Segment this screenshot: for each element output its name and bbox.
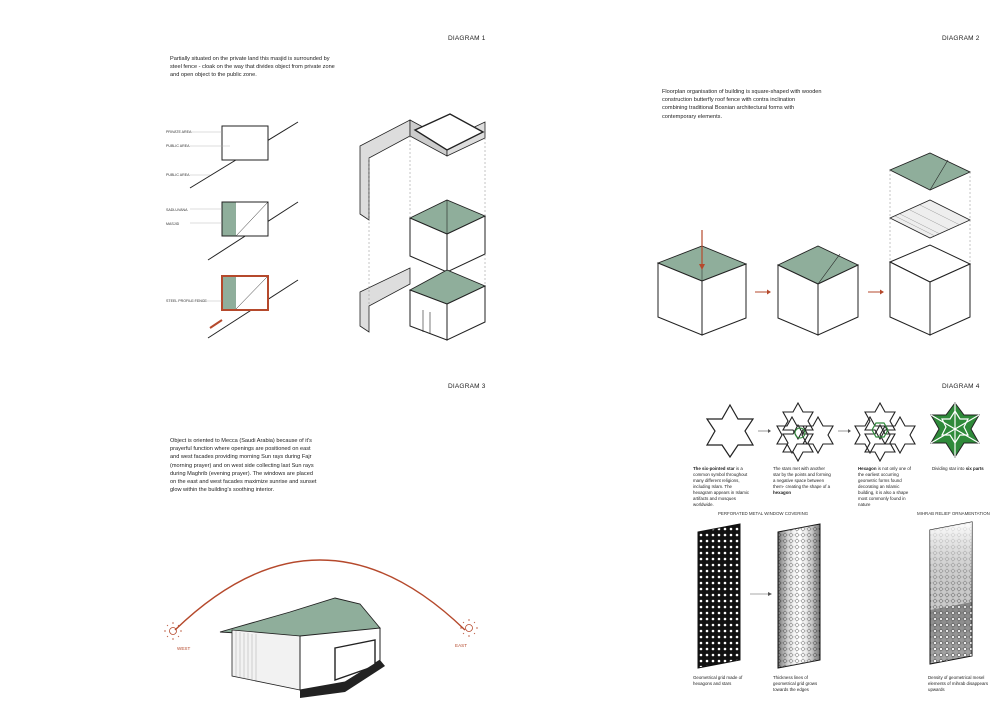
building-perspective	[219, 597, 385, 698]
diagram1-title: DIAGRAM 1	[448, 35, 486, 42]
diagram2-roof-sequence	[656, 152, 972, 336]
east-label: EAST	[455, 643, 467, 648]
roof-block	[408, 199, 487, 273]
heading-mihrab-ornamentation: MIHRAB RELIEF ORNAMENTATION	[917, 511, 990, 516]
label-public-area-2: PUBLIC AREA	[166, 173, 190, 177]
divided-star-icon	[930, 402, 980, 458]
building-1	[656, 230, 748, 336]
fence-ring	[359, 113, 486, 221]
diagram3-title: DIAGRAM 3	[448, 383, 486, 390]
diagram4-panels	[697, 521, 973, 669]
label-sadluvana: SADLUVANA	[166, 208, 188, 212]
label-masjid: MASJID	[166, 222, 180, 226]
site-plan-2	[190, 201, 299, 261]
site-plan-3	[190, 275, 299, 339]
west-label: WEST	[177, 646, 191, 651]
panel-mihrab-relief	[929, 521, 973, 665]
site-plan-1	[189, 121, 299, 189]
sun-east-icon	[460, 619, 478, 637]
arrow-right-icon-3	[750, 592, 772, 596]
diagram1-exploded-axonometric	[359, 113, 487, 341]
star-lattice-icon	[776, 401, 834, 463]
caption-stars-met: The stars met with another star by the p…	[773, 466, 831, 495]
six-pointed-star-icon	[705, 403, 755, 459]
diagram2-text: Floorplan organisation of building is sq…	[662, 89, 822, 120]
arrow-1	[755, 289, 771, 295]
diagram4-star-sequence	[705, 401, 980, 463]
diagram1-text: Partially situated on the private land t…	[170, 56, 335, 79]
hexagon-lattice-icon	[854, 401, 916, 463]
caption-dividing-star: Dividing star into six parts	[932, 466, 984, 471]
caption-thickness-lines: Thickness lines of geometrical grid grow…	[773, 675, 818, 692]
diagram2-title: DIAGRAM 2	[942, 35, 980, 42]
label-public-area-1: PUBLIC AREA	[166, 144, 190, 148]
caption-hexagon: Hexagon is not only one of the earliest …	[858, 466, 911, 507]
caption-six-pointed-star: The six-pointed star is a common symbol …	[693, 466, 750, 507]
building-3-exploded	[888, 152, 972, 336]
building-base	[359, 267, 487, 341]
label-private-area: PRIVATE AREA	[166, 130, 192, 134]
caption-density-mihrab: Density of geometrical mesel elements of…	[928, 675, 989, 692]
arrow-right-icon-2	[838, 429, 851, 433]
sun-arc	[174, 559, 466, 631]
arrow-2	[868, 289, 884, 295]
sun-west-icon	[164, 622, 182, 640]
panel-hexagon-star-grid	[697, 523, 741, 669]
diagram4-title: DIAGRAM 4	[942, 383, 980, 390]
diagram3-text: Object is oriented to Mecca (Saudi Arabi…	[170, 438, 317, 494]
panel-thickening-grid	[777, 523, 821, 669]
label-steel-profile-fence: STEEL PROFILE FENCE	[166, 299, 207, 303]
caption-grid-hexagons: Geometrical grid made of hexagons and st…	[693, 675, 743, 686]
arrow-right-icon-1	[758, 429, 771, 433]
heading-perforated-covering: PERFORATED METAL WINDOW COVERING	[718, 511, 809, 516]
building-2	[776, 245, 860, 336]
diagram1-site-plans	[189, 121, 299, 339]
diagram3-sun-path	[164, 559, 478, 698]
